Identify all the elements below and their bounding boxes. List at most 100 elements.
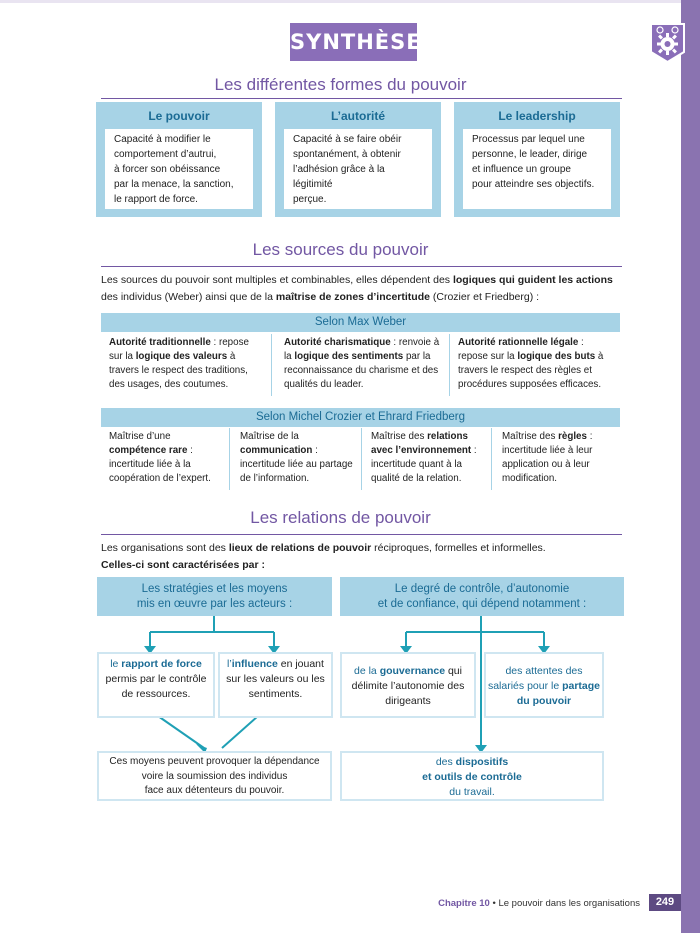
node-rapport-force: le rapport de force permis par le contrô…	[97, 652, 215, 718]
node-strategies: Les stratégies et les moyens mis en œuvr…	[97, 577, 332, 616]
relations-intro: Les organisations sont des lieux de rela…	[101, 540, 626, 573]
cell-bold: relations avec l’environnement	[371, 431, 472, 456]
node-line: mis en œuvre par les acteurs :	[136, 598, 293, 610]
card-line: Capacité à se faire obéir	[293, 134, 402, 145]
section-rule	[101, 534, 622, 535]
intro-bold: Celles-ci sont caractérisées par :	[101, 558, 266, 571]
intro-text: (Crozier et Friedberg) :	[429, 290, 540, 303]
card-title: Le leadership	[498, 109, 576, 123]
gear-icon	[650, 23, 685, 64]
cell-divider	[361, 428, 362, 490]
cell-bold: communication	[240, 445, 313, 456]
running-footer: Chapitre 10 • Le pouvoir dans les organi…	[300, 898, 640, 909]
cell-divider	[271, 334, 272, 396]
cell-bold: Autorité traditionnelle	[109, 337, 211, 348]
cell-bold: Autorité charismatique	[284, 337, 391, 348]
node-text: de la	[354, 665, 380, 677]
node-text: l’	[227, 658, 232, 670]
card-pouvoir: Le pouvoir Capacité à modifier le compor…	[96, 102, 262, 217]
cell-bold: règles	[558, 431, 587, 442]
crozier-cell-competence: Maîtrise d’une compétence rare : incerti…	[109, 430, 225, 486]
cell-bold: logique des buts	[517, 351, 596, 362]
node-moyens: Ces moyens peuvent provoquer la dépendan…	[97, 751, 332, 801]
node-bold: gouvernance	[379, 665, 446, 677]
intro-text: Les organisations sont des	[101, 542, 229, 554]
card-line: comportement d’autrui,	[114, 149, 217, 160]
intro-bold: lieux de relations de pouvoir	[228, 542, 372, 554]
intro-text: réciproques, formelles et informelles.	[371, 542, 546, 554]
card-line: le rapport de force.	[114, 194, 198, 205]
cell-text: : repose sur la	[458, 337, 584, 362]
card-line: spontanément, à obtenir	[293, 149, 401, 160]
card-line: par la menace, la sanction,	[114, 179, 234, 190]
card-autorite: L’autorité Capacité à se faire obéir spo…	[275, 102, 441, 217]
node-bold: et outils de contrôle	[422, 771, 522, 783]
cell-text: à travers le respect des traditions, des…	[109, 351, 248, 390]
node-line: Le degré de contrôle, d’autonomie	[394, 583, 570, 595]
node-line: voire la soumission des individus	[141, 770, 288, 782]
arrowhead	[144, 646, 156, 654]
arrowhead	[268, 646, 280, 654]
cell-text: Maîtrise de la	[240, 431, 299, 442]
cell-text: par la reconnaissance du charisme et des…	[284, 351, 439, 390]
node-controle: Le degré de contrôle, d’autonomie et de …	[340, 577, 624, 616]
cell-text: : incertitude quant à la qualité de la r…	[371, 445, 477, 484]
node-text: permis par le contrôle de ressources.	[105, 673, 207, 700]
weber-cell-charismatique: Autorité charismatique : renvoie à la lo…	[284, 336, 444, 392]
cell-divider	[449, 334, 450, 396]
card-leadership: Le leadership Processus par lequel une p…	[454, 102, 620, 217]
cell-text: Maîtrise des	[371, 431, 428, 442]
card-text: Capacité à modifier le comportement d’au…	[105, 129, 253, 209]
cell-text: : repose sur la	[109, 337, 249, 362]
intro-bold: logiques qui guident les actions	[452, 274, 613, 286]
section-title-relations: Les relations de pouvoir	[250, 508, 431, 527]
node-text: des attentes des salariés pour le	[487, 665, 583, 692]
card-line: et influence un groupe	[472, 164, 571, 175]
cell-text: Maîtrise d’une	[109, 431, 171, 442]
page-number: 249	[649, 894, 681, 911]
crozier-heading: Selon Michel Crozier et Ehrard Friedberg	[101, 408, 620, 427]
node-text: en jouant sur les valeurs ou les sentime…	[226, 658, 325, 700]
section-title-sources: Les sources du pouvoir	[252, 240, 429, 259]
crozier-cell-regles: Maîtrise des règles : incertitude liée à…	[502, 430, 618, 486]
node-line: face aux détenteurs du pouvoir.	[144, 785, 285, 796]
node-bold: partage du pouvoir	[516, 680, 601, 707]
cell-text: : incertitude liée au partage de l’infor…	[240, 445, 353, 484]
top-strip	[0, 0, 681, 3]
node-line: Ces moyens peuvent provoquer la dépendan…	[109, 756, 320, 767]
cell-text: : renvoie à la	[284, 337, 440, 362]
cell-text: : incertitude liée à la coopération de l…	[109, 445, 211, 484]
card-line: pour atteindre ses objectifs.	[472, 179, 595, 190]
sources-intro: Les sources du pouvoir sont multiples et…	[101, 272, 621, 305]
cell-text: à travers le respect des règles et procé…	[458, 351, 604, 390]
footer-chapter: Chapitre 10	[438, 898, 490, 909]
crozier-cell-communication: Maîtrise de la communication : incertitu…	[240, 430, 358, 486]
card-text: Processus par lequel une personne, le le…	[463, 129, 611, 209]
arrow-connector	[149, 616, 275, 648]
node-attentes: des attentes des salariés pour le partag…	[484, 652, 604, 718]
crozier-cell-relations: Maîtrise des relations avec l’environnem…	[371, 430, 491, 486]
cell-bold: compétence rare	[109, 445, 188, 456]
footer-title: Le pouvoir dans les organisations	[498, 898, 640, 909]
card-line: l’adhésion grâce à la légitimité	[293, 164, 385, 190]
page-edge-band	[681, 0, 700, 933]
card-line: à forcer son obéissance	[114, 164, 221, 175]
node-gouvernance: de la gouvernance qui délimite l’autonom…	[340, 652, 476, 718]
node-text: le	[110, 658, 122, 670]
arrowhead	[538, 646, 550, 654]
node-text: des	[435, 756, 456, 768]
card-text: Capacité à se faire obéir spontanément, …	[284, 129, 432, 209]
arrow-connector	[157, 715, 259, 749]
node-text: du travail.	[449, 786, 495, 798]
arrowhead	[196, 744, 207, 753]
cell-bold: Autorité rationnelle légale	[458, 337, 579, 348]
node-bold: rapport de force	[121, 658, 202, 670]
cell-divider	[229, 428, 230, 490]
arrow-connector	[405, 616, 545, 747]
node-line: et de confiance, qui dépend notamment :	[377, 598, 587, 610]
weber-cell-rationnelle: Autorité rationnelle légale : repose sur…	[458, 336, 616, 392]
section-rule	[101, 98, 622, 99]
arrowhead	[475, 745, 487, 753]
footer-sep: •	[489, 898, 499, 909]
